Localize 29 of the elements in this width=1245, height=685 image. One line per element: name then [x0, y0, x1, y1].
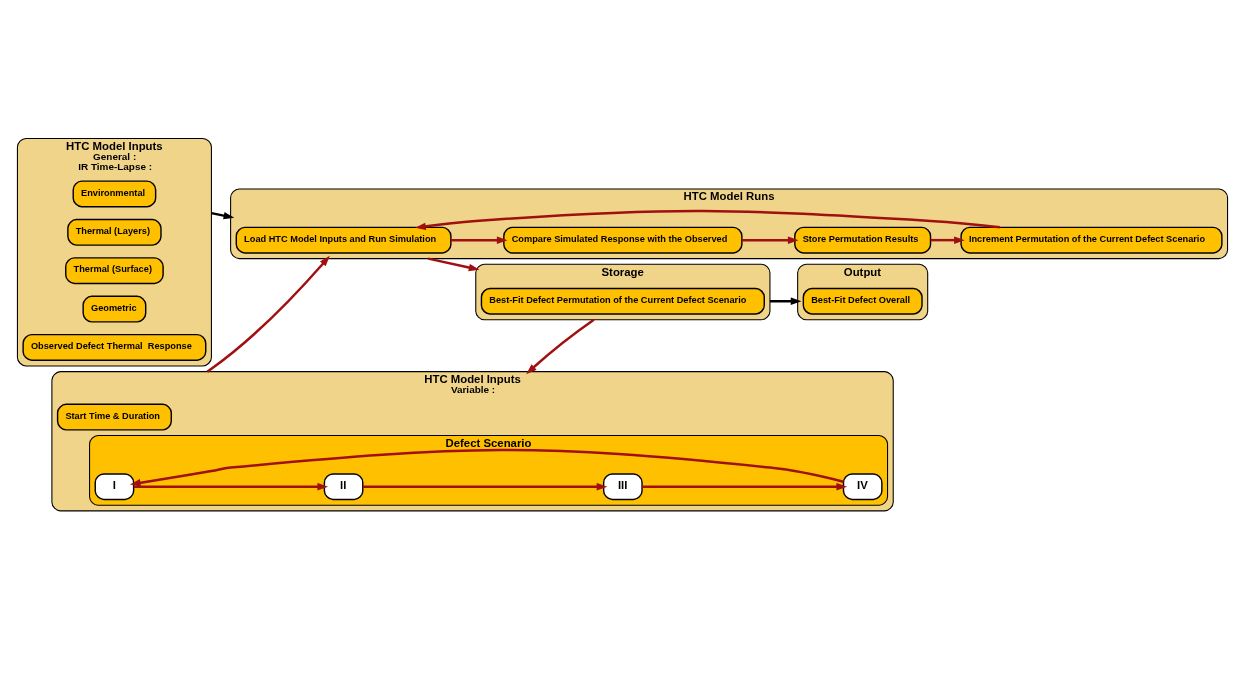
node-box: Thermal (Surface): [65, 257, 164, 285]
arrow: [930, 236, 965, 244]
arrow: [133, 482, 329, 491]
arrow: [450, 236, 508, 244]
node-box: Load HTC Model Inputs and Run Simulation: [235, 226, 452, 254]
node-box: Geometric: [82, 295, 147, 323]
arrow: [428, 257, 480, 272]
arrow: [415, 209, 1000, 231]
node-box: II: [323, 473, 364, 501]
node-box: IV: [842, 473, 883, 501]
node-box: Increment Permutation of the Current Defect Scenario: [960, 226, 1223, 254]
arrow: [769, 297, 802, 305]
node-box: Compare Simulated Response with the Observed: [503, 226, 743, 254]
node-box: Best-Fit Defect Permutation of the Current Defect Scenario: [480, 287, 765, 315]
node-box: Environmental: [72, 180, 157, 208]
arrow: [362, 482, 608, 491]
arrow: [742, 236, 799, 244]
node-box: Best-Fit Defect Overall: [802, 287, 923, 315]
arrow: [129, 448, 844, 487]
node-box: Start Time & Duration: [56, 403, 172, 431]
arrow: [642, 482, 848, 491]
node-box: Store Permutation Results: [794, 226, 932, 254]
node-box: Thermal (Layers): [67, 218, 162, 246]
arrow: [211, 211, 235, 220]
node-box: III: [602, 473, 643, 501]
arrow: [206, 255, 330, 373]
node-box: I: [94, 473, 135, 501]
node-box: Observed Defect Thermal Response: [22, 333, 207, 361]
arrow: [526, 318, 595, 375]
